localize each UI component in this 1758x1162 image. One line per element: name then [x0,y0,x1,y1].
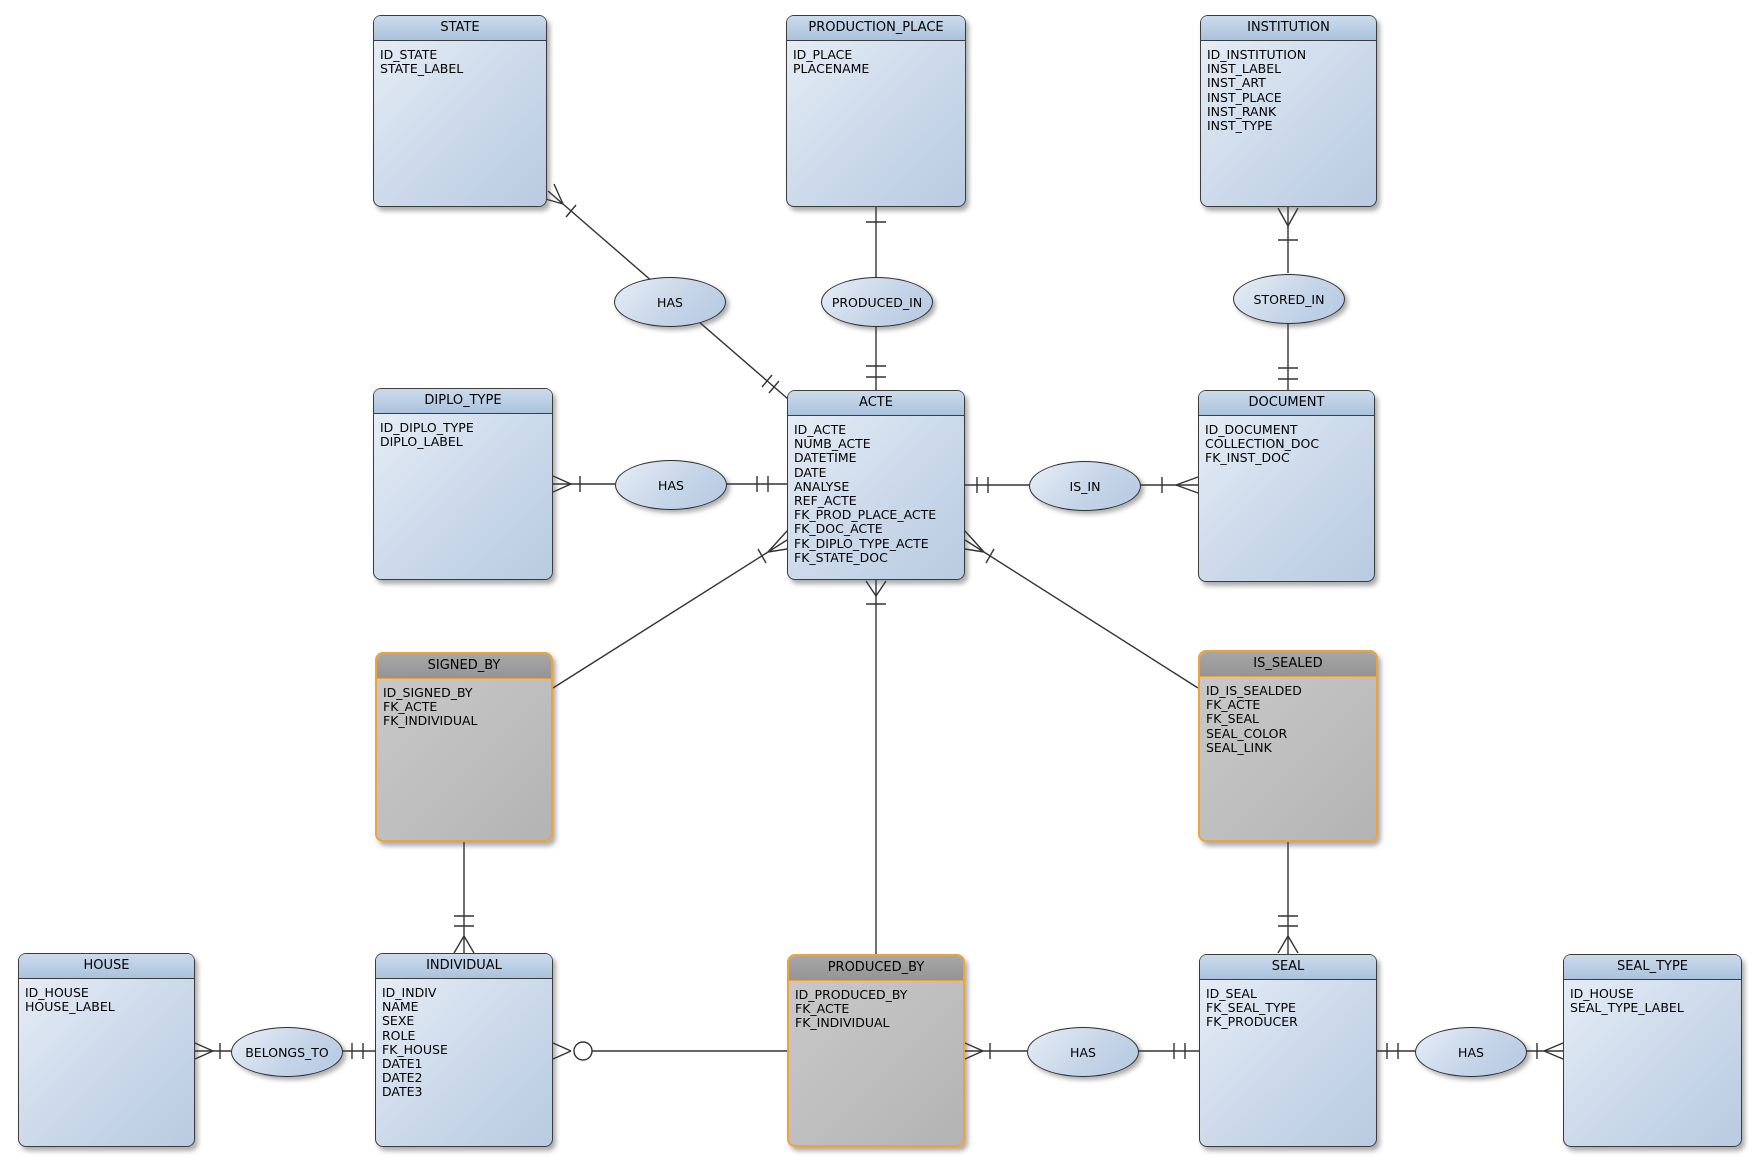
connector-productionplace-producedin-acte [866,207,886,390]
entity-diplo-type-title: DIPLO_TYPE [374,389,552,414]
entity-state-title: STATE [374,16,546,41]
relationship-belongs-to[interactable]: BELONGS_TO [231,1027,343,1077]
entity-production-place-title: PRODUCTION_PLACE [787,16,965,41]
entity-individual-fields: ID_INDIV NAME SEXE ROLE FK_HOUSE DATE1 D… [382,985,448,1100]
entity-institution-title: INSTITUTION [1201,16,1376,41]
connector-diplotype-has-acte [552,475,787,493]
relationship-has-seal-sealtype[interactable]: HAS [1415,1027,1527,1077]
connector-institution-storedin-document [1277,207,1299,390]
connector-signedby-individual [453,842,475,954]
entity-acte-title: ACTE [788,391,964,416]
connector-acte-issealed [964,530,1199,689]
entity-seal-type-title: SEAL_TYPE [1564,955,1741,980]
entity-diplo-type-fields: ID_DIPLO_TYPE DIPLO_LABEL [380,420,474,450]
entity-institution-fields: ID_INSTITUTION INST_LABEL INST_ART INST_… [1207,47,1307,134]
entity-individual[interactable]: INDIVIDUAL ID_INDIV NAME SEXE ROLE FK_HO… [375,953,553,1147]
relationship-label: PRODUCED_IN [831,294,923,310]
connector-acte-isin-document [965,476,1199,494]
entity-is-sealed-fields: ID_IS_SEALDED FK_ACTE FK_SEAL SEAL_COLOR… [1206,683,1302,755]
entity-document-title: DOCUMENT [1199,391,1374,416]
relationship-is-in[interactable]: IS_IN [1029,461,1141,511]
entity-acte-fields: ID_ACTE NUMB_ACTE DATETIME DATE ANALYSE … [794,422,937,565]
entity-signed-by[interactable]: SIGNED_BY ID_SIGNED_BY FK_ACTE FK_INDIVI… [375,652,553,842]
entity-produced-by-title: PRODUCED_BY [789,956,963,981]
connector-acte-signedby [552,530,788,689]
entity-acte[interactable]: ACTE ID_ACTE NUMB_ACTE DATETIME DATE ANA… [787,390,965,580]
relationship-label: HAS [657,294,683,310]
relationship-label: HAS [658,477,684,493]
entity-state-fields: ID_STATE STATE_LABEL [380,47,464,77]
relationship-has-diplotype-acte[interactable]: HAS [615,460,727,510]
connector-house-belongsto-individual [194,1042,375,1060]
entity-is-sealed[interactable]: IS_SEALED ID_IS_SEALDED FK_ACTE FK_SEAL … [1198,650,1378,842]
connector-issealed-seal [1277,842,1299,954]
entity-produced-by[interactable]: PRODUCED_BY ID_PRODUCED_BY FK_ACTE FK_IN… [787,954,965,1147]
entity-state[interactable]: STATE ID_STATE STATE_LABEL [373,15,547,207]
relationship-label: STORED_IN [1253,291,1325,307]
entity-signed-by-title: SIGNED_BY [377,654,551,679]
connector-seal-has-sealtype [1377,1042,1564,1060]
entity-signed-by-fields: ID_SIGNED_BY FK_ACTE FK_INDIVIDUAL [383,685,478,729]
entity-document-fields: ID_DOCUMENT COLLECTION_DOC FK_INST_DOC [1205,422,1320,466]
connector-individual-producedby [552,1041,787,1061]
relationship-label: HAS [1458,1044,1484,1060]
entity-individual-title: INDIVIDUAL [376,954,552,979]
entity-seal-type-fields: ID_HOUSE SEAL_TYPE_LABEL [1570,986,1684,1016]
entity-is-sealed-title: IS_SEALED [1200,652,1376,677]
entity-house[interactable]: HOUSE ID_HOUSE HOUSE_LABEL [18,953,195,1147]
relationship-label: BELONGS_TO [245,1044,329,1060]
entity-institution[interactable]: INSTITUTION ID_INSTITUTION INST_LABEL IN… [1200,15,1377,207]
connector-acte-producedby [865,580,887,954]
entity-diplo-type[interactable]: DIPLO_TYPE ID_DIPLO_TYPE DIPLO_LABEL [373,388,553,580]
relationship-label: HAS [1070,1044,1096,1060]
relationship-has-producedby-seal[interactable]: HAS [1027,1027,1139,1077]
connector-producedby-has-seal [964,1042,1199,1060]
relationship-produced-in[interactable]: PRODUCED_IN [821,277,933,327]
entity-seal[interactable]: SEAL ID_SEAL FK_SEAL_TYPE FK_PRODUCER [1199,954,1377,1147]
relationship-label: IS_IN [1069,478,1101,494]
entity-house-fields: ID_HOUSE HOUSE_LABEL [25,985,115,1015]
entity-seal-title: SEAL [1200,955,1376,980]
entity-production-place[interactable]: PRODUCTION_PLACE ID_PLACE PLACENAME [786,15,966,207]
entity-produced-by-fields: ID_PRODUCED_BY FK_ACTE FK_INDIVIDUAL [795,987,908,1031]
relationship-stored-in[interactable]: STORED_IN [1233,274,1345,324]
entity-house-title: HOUSE [19,954,194,979]
entity-document[interactable]: DOCUMENT ID_DOCUMENT COLLECTION_DOC FK_I… [1198,390,1375,582]
entity-seal-fields: ID_SEAL FK_SEAL_TYPE FK_PRODUCER [1206,986,1298,1030]
relationship-has-state-acte[interactable]: HAS [614,277,726,327]
entity-seal-type[interactable]: SEAL_TYPE ID_HOUSE SEAL_TYPE_LABEL [1563,954,1742,1147]
entity-production-place-fields: ID_PLACE PLACENAME [793,47,870,77]
